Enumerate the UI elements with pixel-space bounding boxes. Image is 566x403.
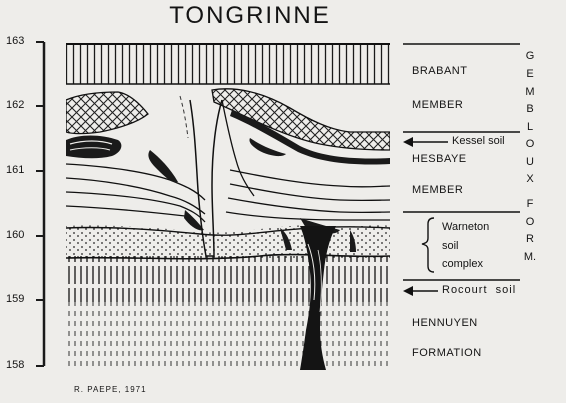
hennuyen-layer (66, 300, 390, 370)
warneton-dotted-layer (66, 225, 390, 258)
gembloux-formation-letter: E (523, 68, 537, 80)
depth-tick-label: 158 (6, 359, 24, 371)
brabant-layer (66, 44, 390, 84)
gembloux-formation-letter: U (523, 156, 537, 168)
gembloux-formation-letter: M (523, 86, 537, 98)
figure-credit: R. PAEPE, 1971 (74, 385, 147, 394)
figure-title: TONGRINNE (150, 2, 350, 30)
section-drawing (66, 44, 390, 370)
depth-tick-label: 159 (6, 293, 24, 305)
hesbaye-member-label-2: MEMBER (412, 184, 463, 196)
hesbaye-member-label-1: HESBAYE (412, 153, 467, 165)
hennuyen-formation-label-2: FORMATION (412, 347, 482, 359)
brabant-member-label-1: BRABANT (412, 65, 467, 77)
gembloux-formation-letter: G (523, 50, 537, 62)
kessel-soil-label: Kessel soil (452, 135, 505, 147)
gembloux-formation-letter: B (523, 103, 537, 115)
warneton-label-1: Warneton (442, 221, 489, 233)
rocourt-soil-label: Rocourt soil (442, 284, 516, 296)
brabant-member-label-2: MEMBER (412, 99, 463, 111)
gembloux-formation-letter: R (523, 233, 537, 245)
rocourt-soil-layer (66, 256, 390, 302)
gembloux-formation-letter: F (523, 198, 537, 210)
hennuyen-formation-label-1: HENNUYEN (412, 317, 478, 329)
depth-tick-label: 162 (6, 99, 24, 111)
kessel-arrow (403, 137, 448, 147)
depth-axis (36, 42, 44, 366)
depth-tick-label: 161 (6, 164, 24, 176)
crosshatch-wedge-left (66, 92, 148, 134)
dark-lens (66, 136, 121, 159)
warneton-label-3: complex (442, 258, 483, 270)
warneton-bracket (422, 218, 434, 272)
gembloux-formation-letter: M. (523, 251, 537, 263)
gembloux-formation-letter: O (523, 138, 537, 150)
gembloux-formation-letter: O (523, 216, 537, 228)
warneton-label-2: soil (442, 240, 459, 252)
depth-tick-label: 160 (6, 229, 24, 241)
gembloux-formation-letter: L (523, 121, 537, 133)
depth-tick-label: 163 (6, 35, 24, 47)
gembloux-formation-letter: X (523, 173, 537, 185)
rocourt-arrow (403, 286, 438, 296)
